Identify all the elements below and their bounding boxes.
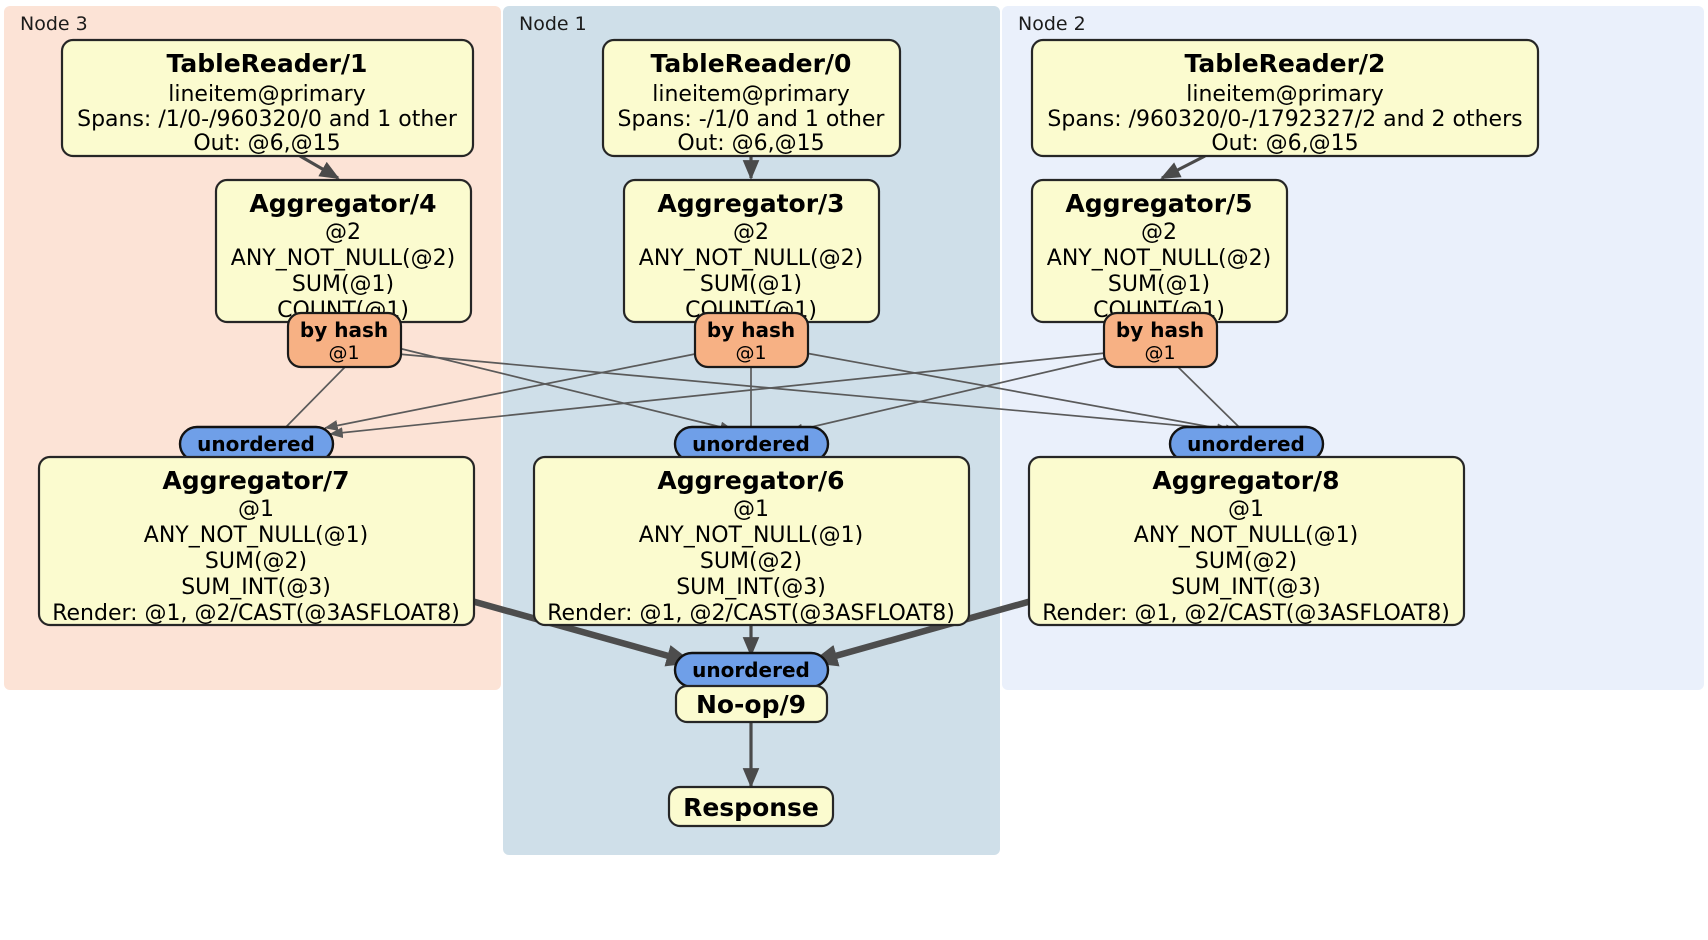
aggregator-3-title: Aggregator/3 [657,189,844,218]
box-response[interactable]: Response [667,785,835,828]
table-reader-0-line-0: lineitem@primary [652,82,850,107]
aggregator-5-line-2: SUM(@1) [1108,272,1210,297]
aggregator-6-title: Aggregator/6 [657,466,844,495]
table-reader-1-line-0: lineitem@primary [168,82,366,107]
aggregator-4-line-1: ANY_NOT_NULL(@2) [231,246,455,271]
aggregator-6-line-0: @1 [733,497,769,522]
sync-unordered-center[interactable]: unordered [673,425,830,463]
sync-unordered-final[interactable]: unordered [673,651,830,689]
aggregator-6-line-2: SUM(@2) [700,549,802,574]
edge-agg8-to-final [810,596,1036,667]
edges-reader-to-aggregator [299,154,1206,180]
by-hash-right-sub: @1 [1144,342,1175,364]
edge-hashL-to-unorderedL [284,366,346,429]
table-reader-1-line-1: Spans: /1/0-/960320/0 and 1 other [77,107,458,132]
box-aggregator-8[interactable]: Aggregator/8 @1 ANY_NOT_NULL(@1) SUM(@2)… [1027,455,1466,627]
aggregator-5-line-1: ANY_NOT_NULL(@2) [1047,246,1271,271]
aggregator-4-line-2: SUM(@1) [292,272,394,297]
box-table-reader-0[interactable]: TableReader/0 lineitem@primary Spans: -/… [601,38,902,158]
node-panel-label-node3: Node 3 [20,13,88,35]
edge-hashL-to-unorderedC [397,347,734,433]
aggregator-8-line-4: Render: @1, @2/CAST(@3ASFLOAT8) [1042,601,1450,626]
table-reader-2-line-0: lineitem@primary [1186,82,1384,107]
by-hash-left-sub: @1 [328,342,359,364]
aggregator-3-line-0: @2 [733,220,769,245]
edge-agg7-to-final [467,596,694,667]
aggregator-8-line-2: SUM(@2) [1195,549,1297,574]
table-reader-1-title: TableReader/1 [167,49,368,78]
unordered-final-label: unordered [692,658,810,682]
aggregator-4-line-0: @2 [325,220,361,245]
by-hash-right-label: by hash [1116,318,1204,342]
node-panel-label-node1: Node 1 [519,13,587,35]
node-panel-label-node2: Node 2 [1018,13,1086,35]
edge-hashC-to-unorderedR [799,351,1239,436]
by-hash-left-label: by hash [300,318,388,342]
edge-hashC-to-unorderedL [324,351,706,431]
aggregator-8-line-1: ANY_NOT_NULL(@1) [1134,523,1358,548]
by-hash-center-sub: @1 [735,342,766,364]
table-reader-2-line-2: Out: @6,@15 [1211,131,1358,156]
aggregator-8-title: Aggregator/8 [1152,466,1339,495]
aggregator-5-line-0: @2 [1141,220,1177,245]
edge-hashR-to-unorderedR [1177,366,1241,429]
table-reader-0-line-1: Spans: -/1/0 and 1 other [618,107,886,132]
aggregator-3-line-2: SUM(@1) [700,272,802,297]
edges-hash-to-unordered [284,347,1241,439]
aggregator-8-line-0: @1 [1228,497,1264,522]
box-aggregator-3[interactable]: Aggregator/3 @2 ANY_NOT_NULL(@2) SUM(@1)… [622,178,881,324]
aggregator-7-line-4: Render: @1, @2/CAST(@3ASFLOAT8) [52,601,460,626]
table-reader-1-line-2: Out: @6,@15 [193,131,340,156]
edge-hashL-to-unorderedR [397,353,1231,435]
aggregator-7-line-3: SUM_INT(@3) [181,575,331,600]
aggregator-7-line-0: @1 [238,497,274,522]
noop-9-title: No-op/9 [696,690,806,719]
box-aggregator-4[interactable]: Aggregator/4 @2 ANY_NOT_NULL(@2) SUM(@1)… [214,178,473,324]
unordered-center-label: unordered [692,432,810,456]
aggregator-3-line-1: ANY_NOT_NULL(@2) [639,246,863,271]
by-hash-center-label: by hash [707,318,795,342]
aggregator-5-title: Aggregator/5 [1065,189,1252,218]
box-aggregator-5[interactable]: Aggregator/5 @2 ANY_NOT_NULL(@2) SUM(@1)… [1030,178,1289,324]
router-by-hash-center[interactable]: by hash @1 [693,311,810,369]
unordered-left-label: unordered [197,432,315,456]
router-by-hash-left[interactable]: by hash @1 [286,311,403,369]
table-reader-0-title: TableReader/0 [651,49,852,78]
box-noop-9[interactable]: No-op/9 [674,684,829,724]
aggregator-6-line-4: Render: @1, @2/CAST(@3ASFLOAT8) [547,601,955,626]
edge-hashR-to-unorderedL [329,351,1116,439]
edges-aggregator-to-final [467,596,1036,667]
edge-hashR-to-unorderedC [789,355,1116,435]
box-table-reader-1[interactable]: TableReader/1 lineitem@primary Spans: /1… [60,38,475,158]
aggregator-7-line-1: ANY_NOT_NULL(@1) [144,523,368,548]
aggregator-7-line-2: SUM(@2) [205,549,307,574]
aggregator-7-title: Aggregator/7 [162,466,349,495]
table-reader-2-title: TableReader/2 [1185,49,1386,78]
edge-tr1-to-agg4 [299,154,340,180]
table-reader-0-line-2: Out: @6,@15 [677,131,824,156]
box-aggregator-6[interactable]: Aggregator/6 @1 ANY_NOT_NULL(@1) SUM(@2)… [532,455,971,627]
response-title: Response [683,793,819,822]
aggregator-6-line-3: SUM_INT(@3) [676,575,826,600]
aggregator-6-line-1: ANY_NOT_NULL(@1) [639,523,863,548]
box-table-reader-2[interactable]: TableReader/2 lineitem@primary Spans: /9… [1030,38,1540,158]
table-reader-2-line-1: Spans: /960320/0-/1792327/2 and 2 others [1047,107,1522,132]
aggregator-4-title: Aggregator/4 [249,189,436,218]
aggregator-8-line-3: SUM_INT(@3) [1171,575,1321,600]
box-aggregator-7[interactable]: Aggregator/7 @1 ANY_NOT_NULL(@1) SUM(@2)… [37,455,476,627]
router-by-hash-right[interactable]: by hash @1 [1102,311,1219,369]
edge-tr2-to-agg5 [1160,154,1206,180]
unordered-right-label: unordered [1187,432,1305,456]
